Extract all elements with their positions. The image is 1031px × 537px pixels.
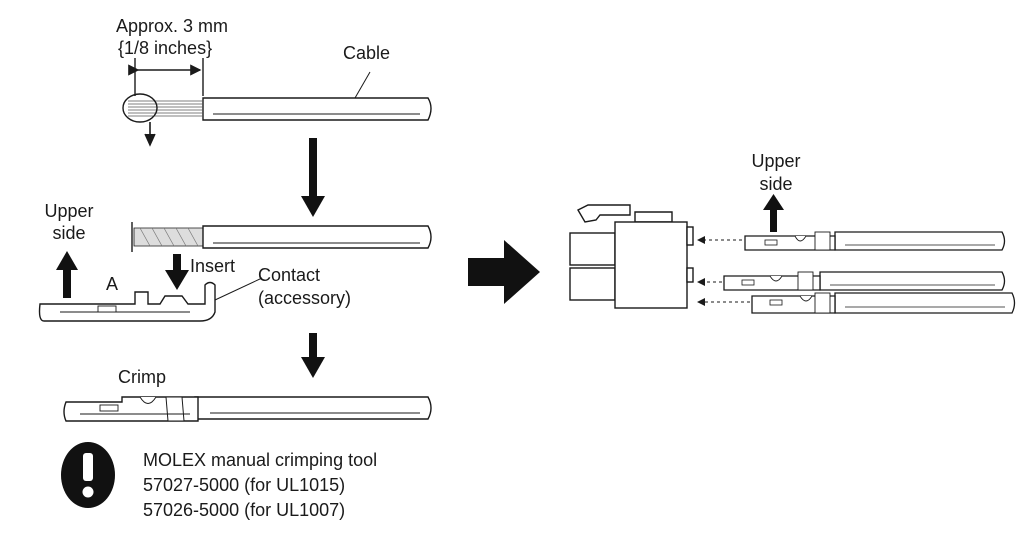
strip-length-inches-label: {1/8 inches} bbox=[118, 38, 213, 58]
upper-side-arrow-left bbox=[56, 251, 78, 298]
big-right-arrow bbox=[468, 240, 540, 304]
cable-leader-line bbox=[354, 71, 371, 99]
tool-note-line3: 57026-5000 (for UL1007) bbox=[143, 500, 346, 520]
insertion-guides bbox=[697, 236, 750, 306]
contact-part bbox=[38, 277, 263, 322]
crimped-contact bbox=[63, 396, 432, 422]
right-contact-3 bbox=[751, 292, 1016, 314]
upper-side-arrow-right bbox=[763, 194, 784, 232]
upper-side-right-label-2: side bbox=[759, 174, 793, 194]
tool-note-line2: 57027-5000 (for UL1015) bbox=[143, 475, 346, 495]
insert-label: Insert bbox=[190, 256, 236, 276]
strip-length-label: Approx. 3 mm bbox=[116, 16, 229, 36]
upper-side-left-label-1: Upper bbox=[44, 201, 94, 221]
upper-side-right-label-1: Upper bbox=[751, 151, 801, 171]
right-contact-2 bbox=[723, 271, 1006, 291]
down-arrow-2 bbox=[301, 333, 325, 378]
point-a-label: A bbox=[106, 274, 119, 294]
down-arrow-1 bbox=[301, 138, 325, 217]
contact-label-2: (accessory) bbox=[258, 288, 352, 308]
cable-over-contact bbox=[131, 222, 432, 252]
stripped-cable bbox=[122, 58, 432, 147]
upper-side-left-label-2: side bbox=[52, 223, 86, 243]
connector-housing bbox=[569, 204, 694, 309]
crimp-label: Crimp bbox=[118, 367, 166, 387]
cable-label: Cable bbox=[343, 43, 391, 63]
tool-note-line1: MOLEX manual crimping tool bbox=[143, 450, 378, 470]
right-contact-1 bbox=[744, 231, 1006, 251]
insert-arrow bbox=[165, 254, 189, 290]
exclamation-icon bbox=[61, 442, 115, 508]
contact-label-1: Contact bbox=[258, 265, 321, 285]
